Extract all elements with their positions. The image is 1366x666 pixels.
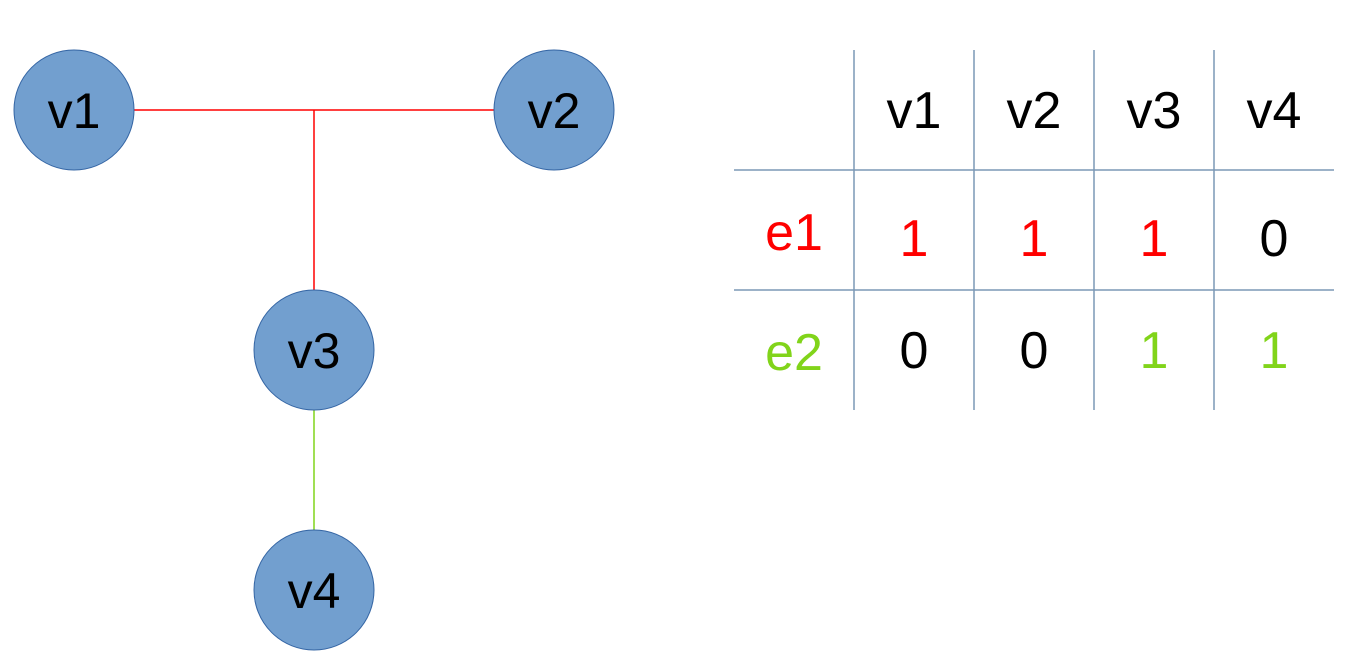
- node-v4-label: v4: [288, 563, 341, 619]
- table-cell-e1-v1: 1: [900, 210, 929, 268]
- node-v3: v3: [253, 289, 375, 411]
- graph-edges: [134, 109, 494, 530]
- table-col-header-v3: v3: [1127, 82, 1182, 140]
- table-cell-e1-v4: 0: [1260, 210, 1289, 268]
- table-row-label-e2: e2: [765, 324, 823, 382]
- incidence-table: v1 v2 v3 v4 e1 1 1 1 0 e2 0 0 1 1: [734, 50, 1334, 410]
- node-v2: v2: [493, 49, 615, 171]
- node-v1-label: v1: [48, 83, 101, 139]
- table-col-header-v2: v2: [1007, 82, 1062, 140]
- table-row-label-e1: e1: [765, 204, 823, 262]
- table-cell-e2-v3: 1: [1140, 322, 1169, 380]
- node-v4: v4: [253, 529, 375, 651]
- node-v2-circle: [493, 49, 615, 171]
- table-cell-e1-v2: 1: [1020, 210, 1049, 268]
- table-cell-e2-v2: 0: [1020, 322, 1049, 380]
- node-v3-circle: [253, 289, 375, 411]
- table-cell-e1-v3: 1: [1140, 210, 1169, 268]
- table-row-e1: e1 1 1 1 0: [765, 204, 1288, 268]
- node-v3-label: v3: [288, 323, 341, 379]
- node-v1: v1: [13, 49, 135, 171]
- table-col-header-v4: v4: [1247, 82, 1302, 140]
- table-cell-e2-v1: 0: [900, 322, 929, 380]
- table-row-e2: e2 0 0 1 1: [765, 322, 1288, 382]
- table-col-header-v1: v1: [887, 82, 942, 140]
- graph-nodes: v1 v2 v3 v4: [13, 49, 615, 651]
- node-v2-label: v2: [528, 83, 581, 139]
- table-grid: [734, 50, 1334, 410]
- node-v4-circle: [253, 529, 375, 651]
- table-header-row: v1 v2 v3 v4: [887, 82, 1302, 140]
- table-cell-e2-v4: 1: [1260, 322, 1289, 380]
- node-v1-circle: [13, 49, 135, 171]
